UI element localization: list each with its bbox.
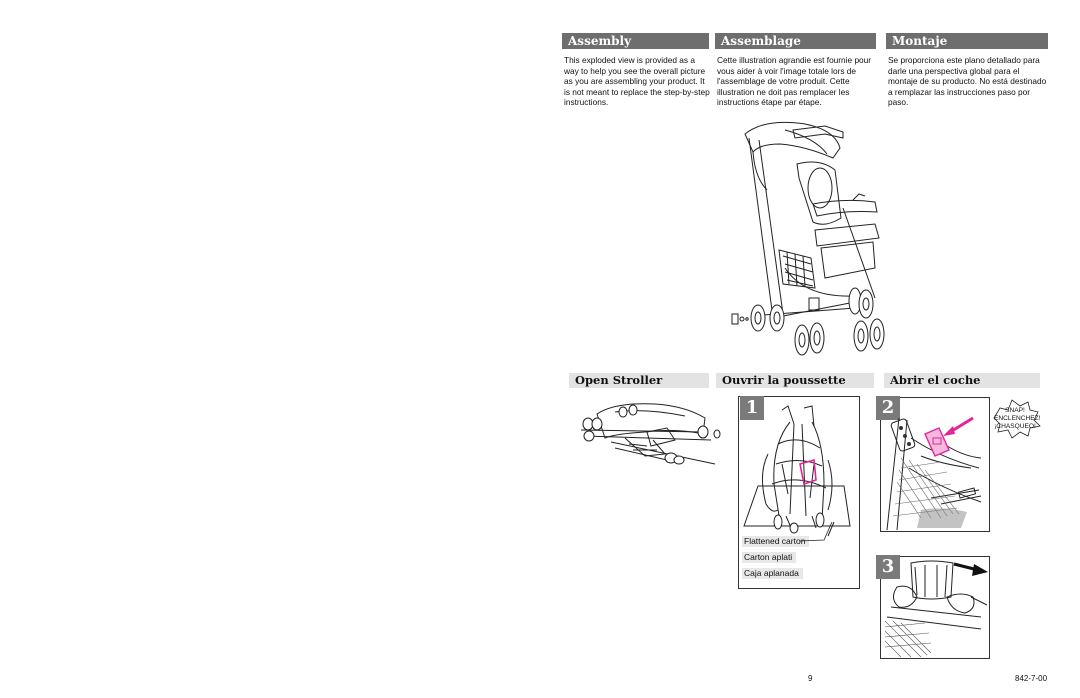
open-stroller-title-en: Open Stroller xyxy=(569,373,709,388)
page-number: 9 xyxy=(808,674,813,683)
snap-callout-es: ¡CHASQUEO! xyxy=(994,423,1036,430)
pull-direction-arrow-icon xyxy=(953,562,988,576)
caption-flattened-carton-fr: Carton aplati xyxy=(742,552,797,563)
assembly-text-es: Se proporciona este plano detallado para… xyxy=(888,55,1047,108)
assembly-title-fr: Assemblage xyxy=(715,33,876,49)
step-3-badge: 3 xyxy=(876,555,900,579)
step-3-illustration xyxy=(884,560,988,658)
caption-leader-line xyxy=(799,521,833,542)
step-2-badge: 2 xyxy=(876,396,900,420)
assembly-text-en: This exploded view is provided as a way … xyxy=(564,55,710,108)
folded-stroller-illustration xyxy=(580,403,721,465)
snap-callout-fr: ENCLENCHEZ! xyxy=(994,415,1041,422)
document-code: 842-7-00 xyxy=(1015,674,1048,683)
open-stroller-title-es: Abrir el coche xyxy=(884,373,1040,388)
step-1-illustration xyxy=(743,405,851,537)
caption-flattened-carton-en: Flattened carton xyxy=(742,536,810,547)
step-1-badge: 1 xyxy=(740,396,764,420)
caption-flattened-carton-es: Caja aplanada xyxy=(742,568,803,579)
assembly-title-en: Assembly xyxy=(562,33,709,49)
step-2-illustration xyxy=(886,416,982,531)
exploded-stroller-illustration xyxy=(731,121,885,356)
assembly-title-es: Montaje xyxy=(886,33,1048,49)
open-stroller-title-fr: Ouvrir la poussette xyxy=(716,373,874,388)
snap-callout-bubble xyxy=(993,399,1041,439)
assembly-text-fr: Cette illustration agrandie est fournie … xyxy=(717,55,872,108)
snap-callout-en: SNAP! xyxy=(1005,407,1025,414)
